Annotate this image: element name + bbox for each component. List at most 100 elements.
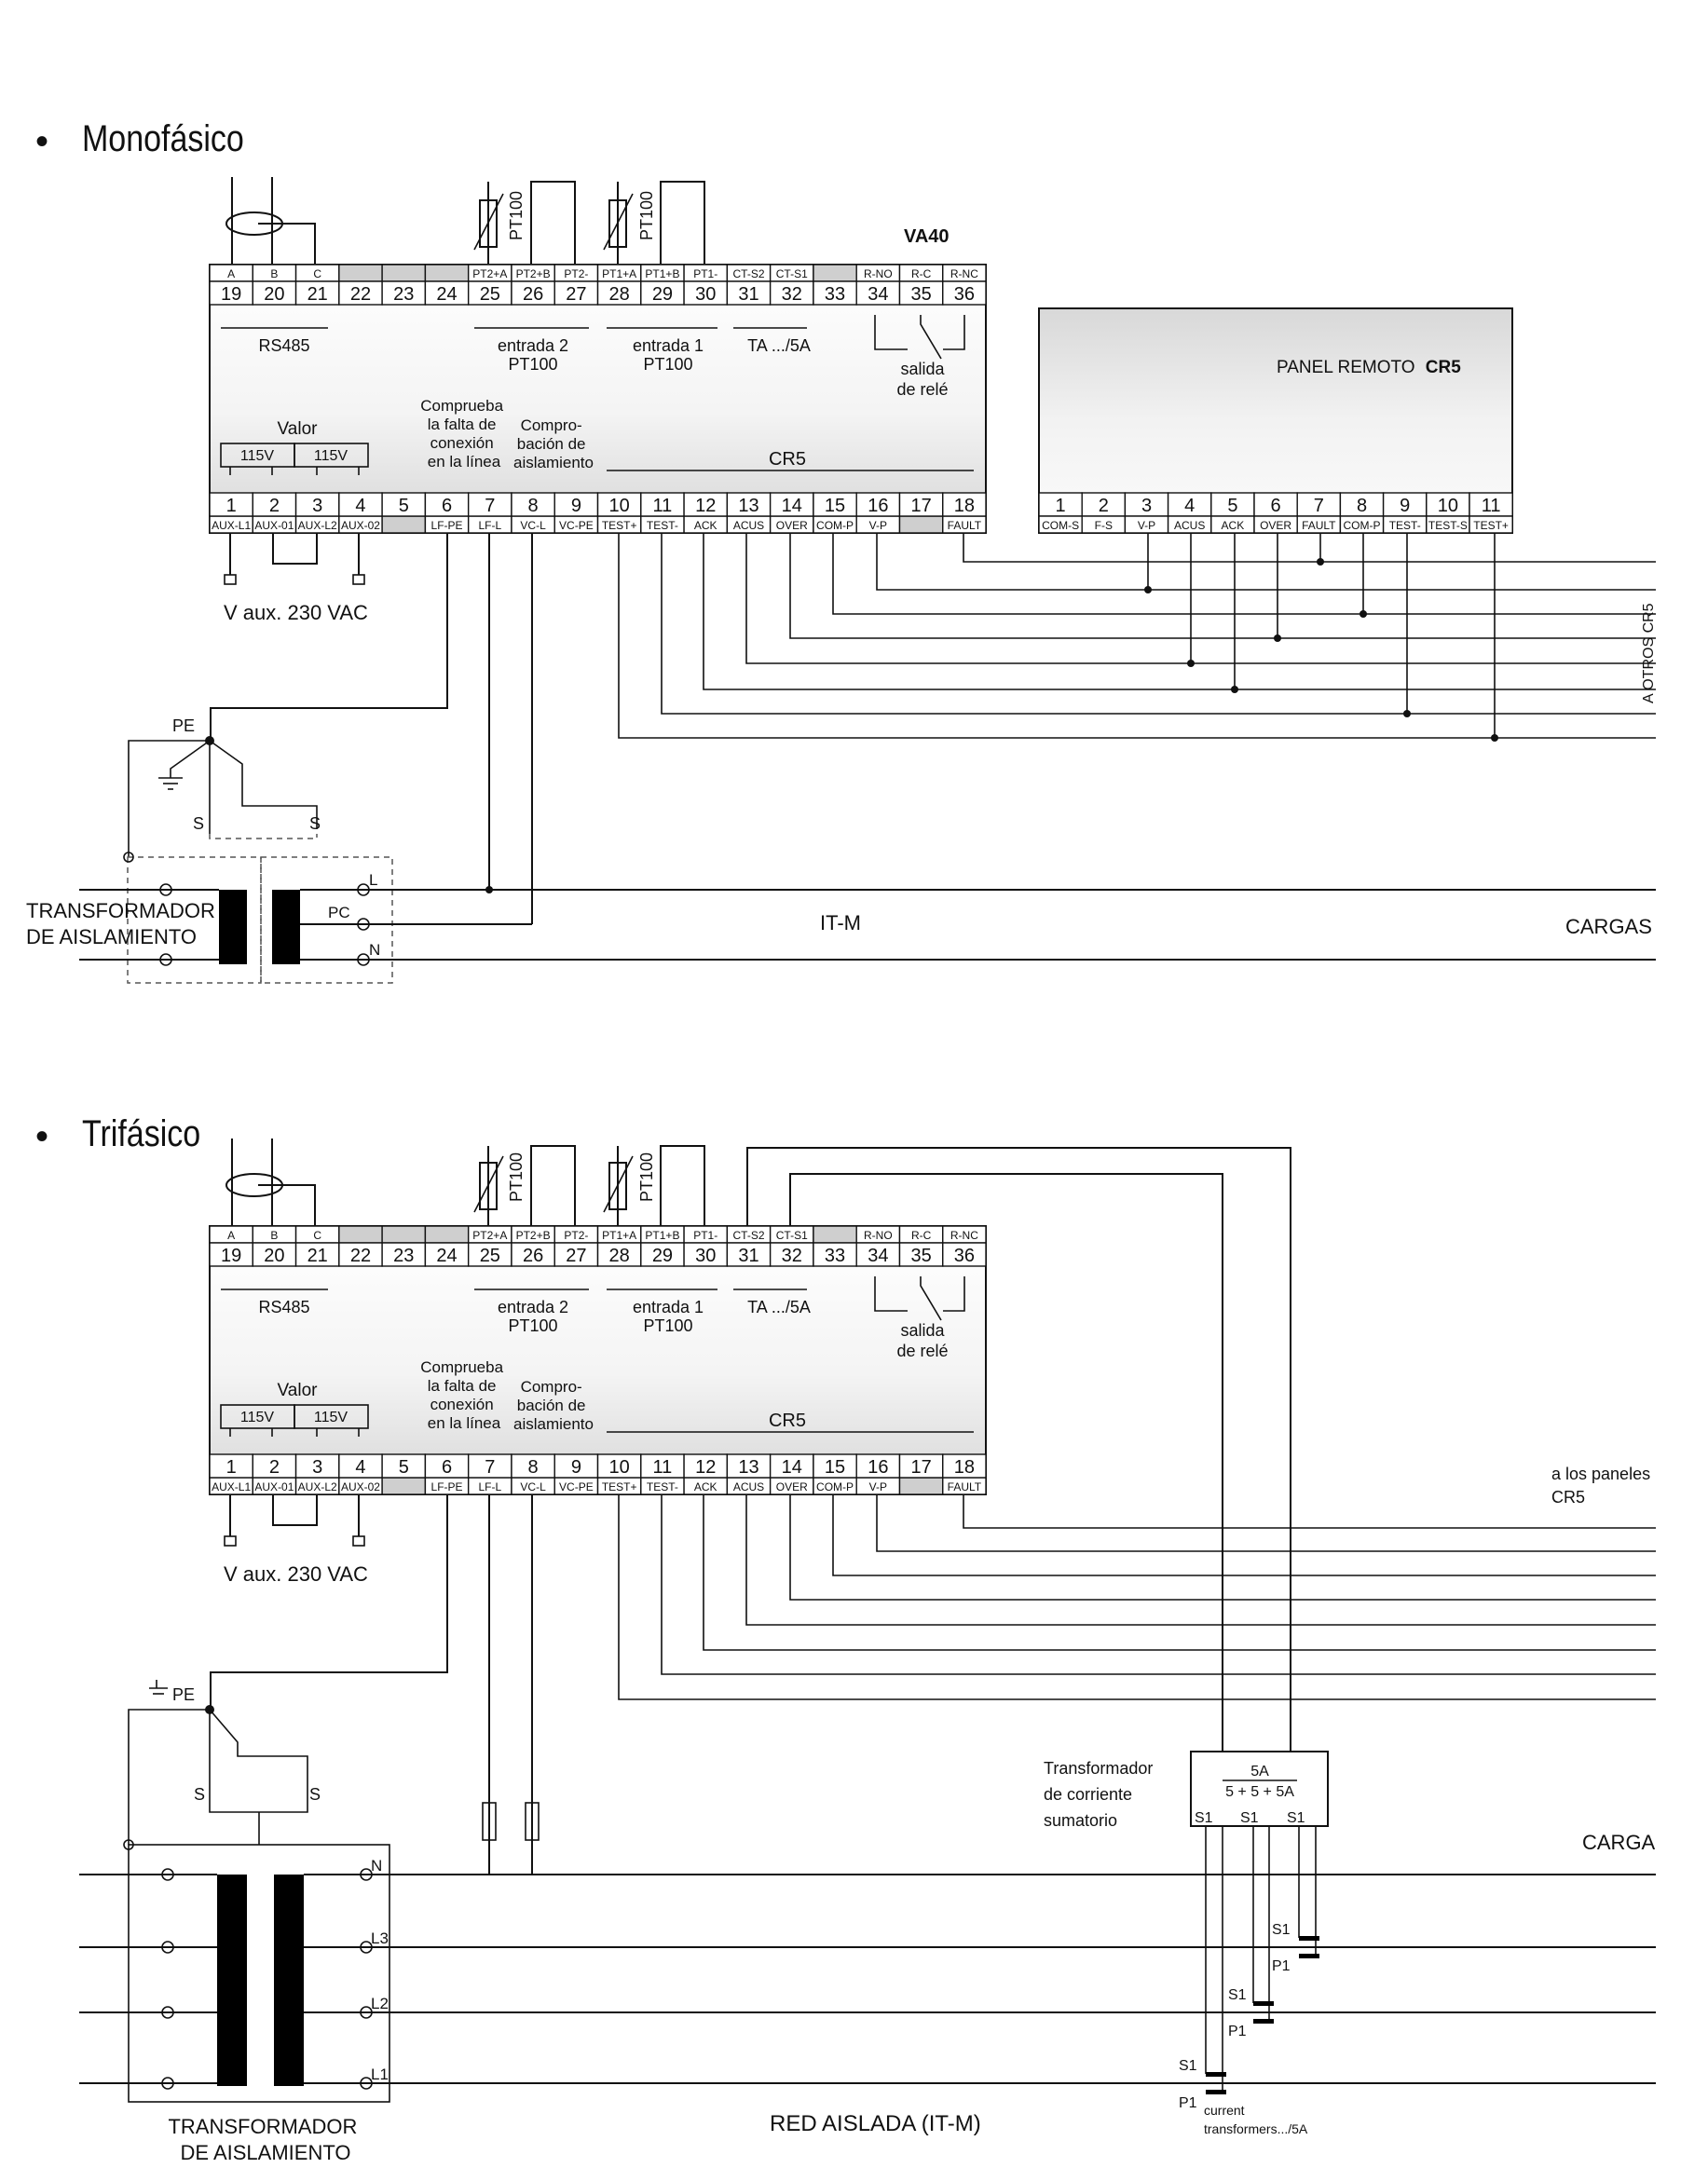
ta-label-tri: TA .../5A: [747, 1298, 811, 1316]
mono-top-terminal-cell-35: [898, 280, 944, 306]
mono-top-terminal-label-35: R-C: [911, 267, 932, 280]
mono-top-terminal-label-27: PT2-: [564, 267, 588, 280]
mono-power-section: PE S S L PC N TRANSFORMADOR DE AISLAMIEN…: [26, 533, 1656, 984]
mono-top-terminal-number-27: 27: [566, 284, 586, 305]
s-label-mono-1: S: [193, 814, 204, 833]
tri-top-terminal-number-21: 21: [307, 1246, 328, 1266]
mono-top-terminal-label-26: PT2+B: [516, 267, 551, 280]
mono-bottom-terminal-label-12: ACK: [694, 519, 717, 532]
remote-terminal-strip: 1COM-S2F-S3V-P4ACUS5ACK6OVER7FAULT8COM-P…: [1038, 492, 1513, 534]
mono-bottom-terminal-number-18: 18: [954, 496, 975, 516]
tri-bottom-terminal-label-10: TEST+: [602, 1480, 637, 1493]
n-label-mono: N: [369, 941, 380, 959]
salida-rele-label-tri: de relé: [896, 1342, 948, 1360]
tri-bottom-terminal-label-3: AUX-L2: [298, 1480, 337, 1493]
mono-bottom-terminal-label-16: V-P: [869, 519, 887, 532]
remote-label-cell-11: [1469, 515, 1513, 534]
carga-label: CARGA: [1582, 1831, 1656, 1854]
vaux-label: V aux. 230 VAC: [224, 601, 368, 624]
mono-top-terminal-label-30: PT1-: [693, 267, 717, 280]
remote-terminal-cell-7: [1296, 492, 1342, 517]
mono-top-terminal-cell-32: [769, 280, 814, 306]
tri-top-terminal-number-20: 20: [264, 1246, 284, 1266]
ct2-s1: S1: [1228, 1987, 1247, 2003]
mono-bottom-terminal-number-16: 16: [868, 496, 888, 516]
remote-terminal-number-5: 5: [1227, 496, 1237, 516]
mono-top-terminal-label-20: B: [270, 267, 278, 280]
tri-top-terminal-cell-31: [726, 1242, 772, 1267]
mono-top-terminal-number-30: 30: [695, 284, 716, 305]
mono-bottom-terminal-number-1: 1: [226, 496, 237, 516]
mono-top-terminal-cell-33: [813, 280, 857, 306]
tri-top-terminal-cell-19: [209, 1242, 253, 1267]
pt100-label-1-tri: PT100: [637, 1152, 656, 1202]
mono-bottom-terminal-number-15: 15: [825, 496, 845, 516]
remote-terminal-number-1: 1: [1056, 496, 1066, 516]
transformer-label-mono: TRANSFORMADOR DE AISLAMIENTO: [26, 899, 221, 948]
tri-bottom-terminal-number-1: 1: [226, 1457, 237, 1478]
mono-bottom-terminal-label-15: COM-P: [816, 519, 854, 532]
tri-top-terminal-label-32: CT-S1: [776, 1229, 808, 1242]
remote-terminal-label-6: OVER: [1260, 519, 1291, 532]
remote-terminal-number-8: 8: [1357, 496, 1367, 516]
tri-top-terminal-number-22: 22: [350, 1246, 371, 1266]
tri-power-section: PE S S N L3 L2 L1: [79, 1494, 1656, 2164]
tri-bottom-terminal-cell-3: [294, 1453, 340, 1479]
tri-bottom-terminal-label-14: OVER: [776, 1480, 808, 1493]
mono-top-terminal-cell-26: [511, 280, 555, 306]
tri-top-terminal-label-29: PT1+B: [645, 1229, 679, 1242]
tri-top-terminal-number-30: 30: [695, 1246, 716, 1266]
tri-top-terminal-cell-33: [813, 1242, 857, 1267]
ct2-p1: P1: [1228, 2024, 1247, 2039]
ct1-p1: P1: [1179, 2095, 1197, 2111]
tri-top-label-cell-33: [813, 1225, 857, 1244]
tri-top-terminal-label-27: PT2-: [564, 1229, 588, 1242]
s-label-tri-1: S: [194, 1785, 205, 1804]
mono-top-terminal-cell-36: [942, 280, 987, 306]
remote-terminal-cell-2: [1081, 492, 1127, 517]
bus-to-cr5-panels: a los paneles CR5: [618, 1465, 1656, 1700]
tri-top-terminal-label-25: PT2+A: [472, 1229, 507, 1242]
mono-top-terminal-number-25: 25: [480, 284, 500, 305]
mono-top-terminal-label-31: CT-S2: [732, 267, 764, 280]
tri-top-label-cell-22: [338, 1225, 383, 1244]
entrada1-pt100-tri: PT100: [643, 1316, 692, 1335]
mono-bottom-terminal-label-9: VC-PE: [559, 519, 594, 532]
tri-bottom-terminal-label-12: ACK: [694, 1480, 717, 1493]
remote-terminal-number-6: 6: [1271, 496, 1281, 516]
mono-top-label-cell-22: [338, 264, 383, 282]
mono-top-terminal-cell-27: [553, 280, 599, 306]
tri-bottom-terminal-label-1: AUX-L1: [212, 1480, 251, 1493]
mono-top-terminal-cell-24: [424, 280, 470, 306]
tri-bottom-terminal-label-4: AUX-02: [341, 1480, 380, 1493]
mono-bottom-terminal-number-5: 5: [399, 496, 409, 516]
tri-top-terminal-cell-21: [294, 1242, 340, 1267]
mono-bottom-terminal-number-8: 8: [528, 496, 539, 516]
mono-bottom-terminal-label-6: LF-PE: [431, 519, 463, 532]
mono-top-terminal-number-21: 21: [307, 284, 328, 305]
mono-top-terminal-number-36: 36: [954, 284, 975, 305]
remote-terminal-label-4: ACUS: [1174, 519, 1205, 532]
transformer-label-tri: TRANSFORMADOR DE AISLAMIENTO: [168, 2115, 362, 2164]
tri-top-terminal-number-33: 33: [825, 1246, 845, 1266]
mono-bottom-terminal-number-13: 13: [738, 496, 758, 516]
tri-top-terminal-number-32: 32: [782, 1246, 802, 1266]
remote-terminal-cell-1: [1038, 492, 1083, 517]
mono-top-terminal-cell-22: [338, 280, 383, 306]
tri-top-terminal-label-35: R-C: [911, 1229, 932, 1242]
tri-top-terminal-number-23: 23: [393, 1246, 414, 1266]
comprobacion-label: Compro- bación de aislamiento: [513, 416, 594, 471]
tri-bottom-terminal-number-14: 14: [782, 1457, 802, 1478]
device-body-tri: [209, 1225, 987, 1495]
tri-bottom-terminal-cell-2: [252, 1453, 297, 1479]
remote-terminal-label-7: FAULT: [1302, 519, 1336, 532]
mono-top-terminal-label-19: A: [227, 267, 235, 280]
s-label-mono-2: S: [309, 814, 321, 833]
section-bullet-mono: •: [35, 121, 48, 162]
tri-top-terminal-number-29: 29: [652, 1246, 673, 1266]
remote-terminal-number-11: 11: [1482, 496, 1501, 516]
mono-bottom-terminal-label-10: TEST+: [602, 519, 637, 532]
